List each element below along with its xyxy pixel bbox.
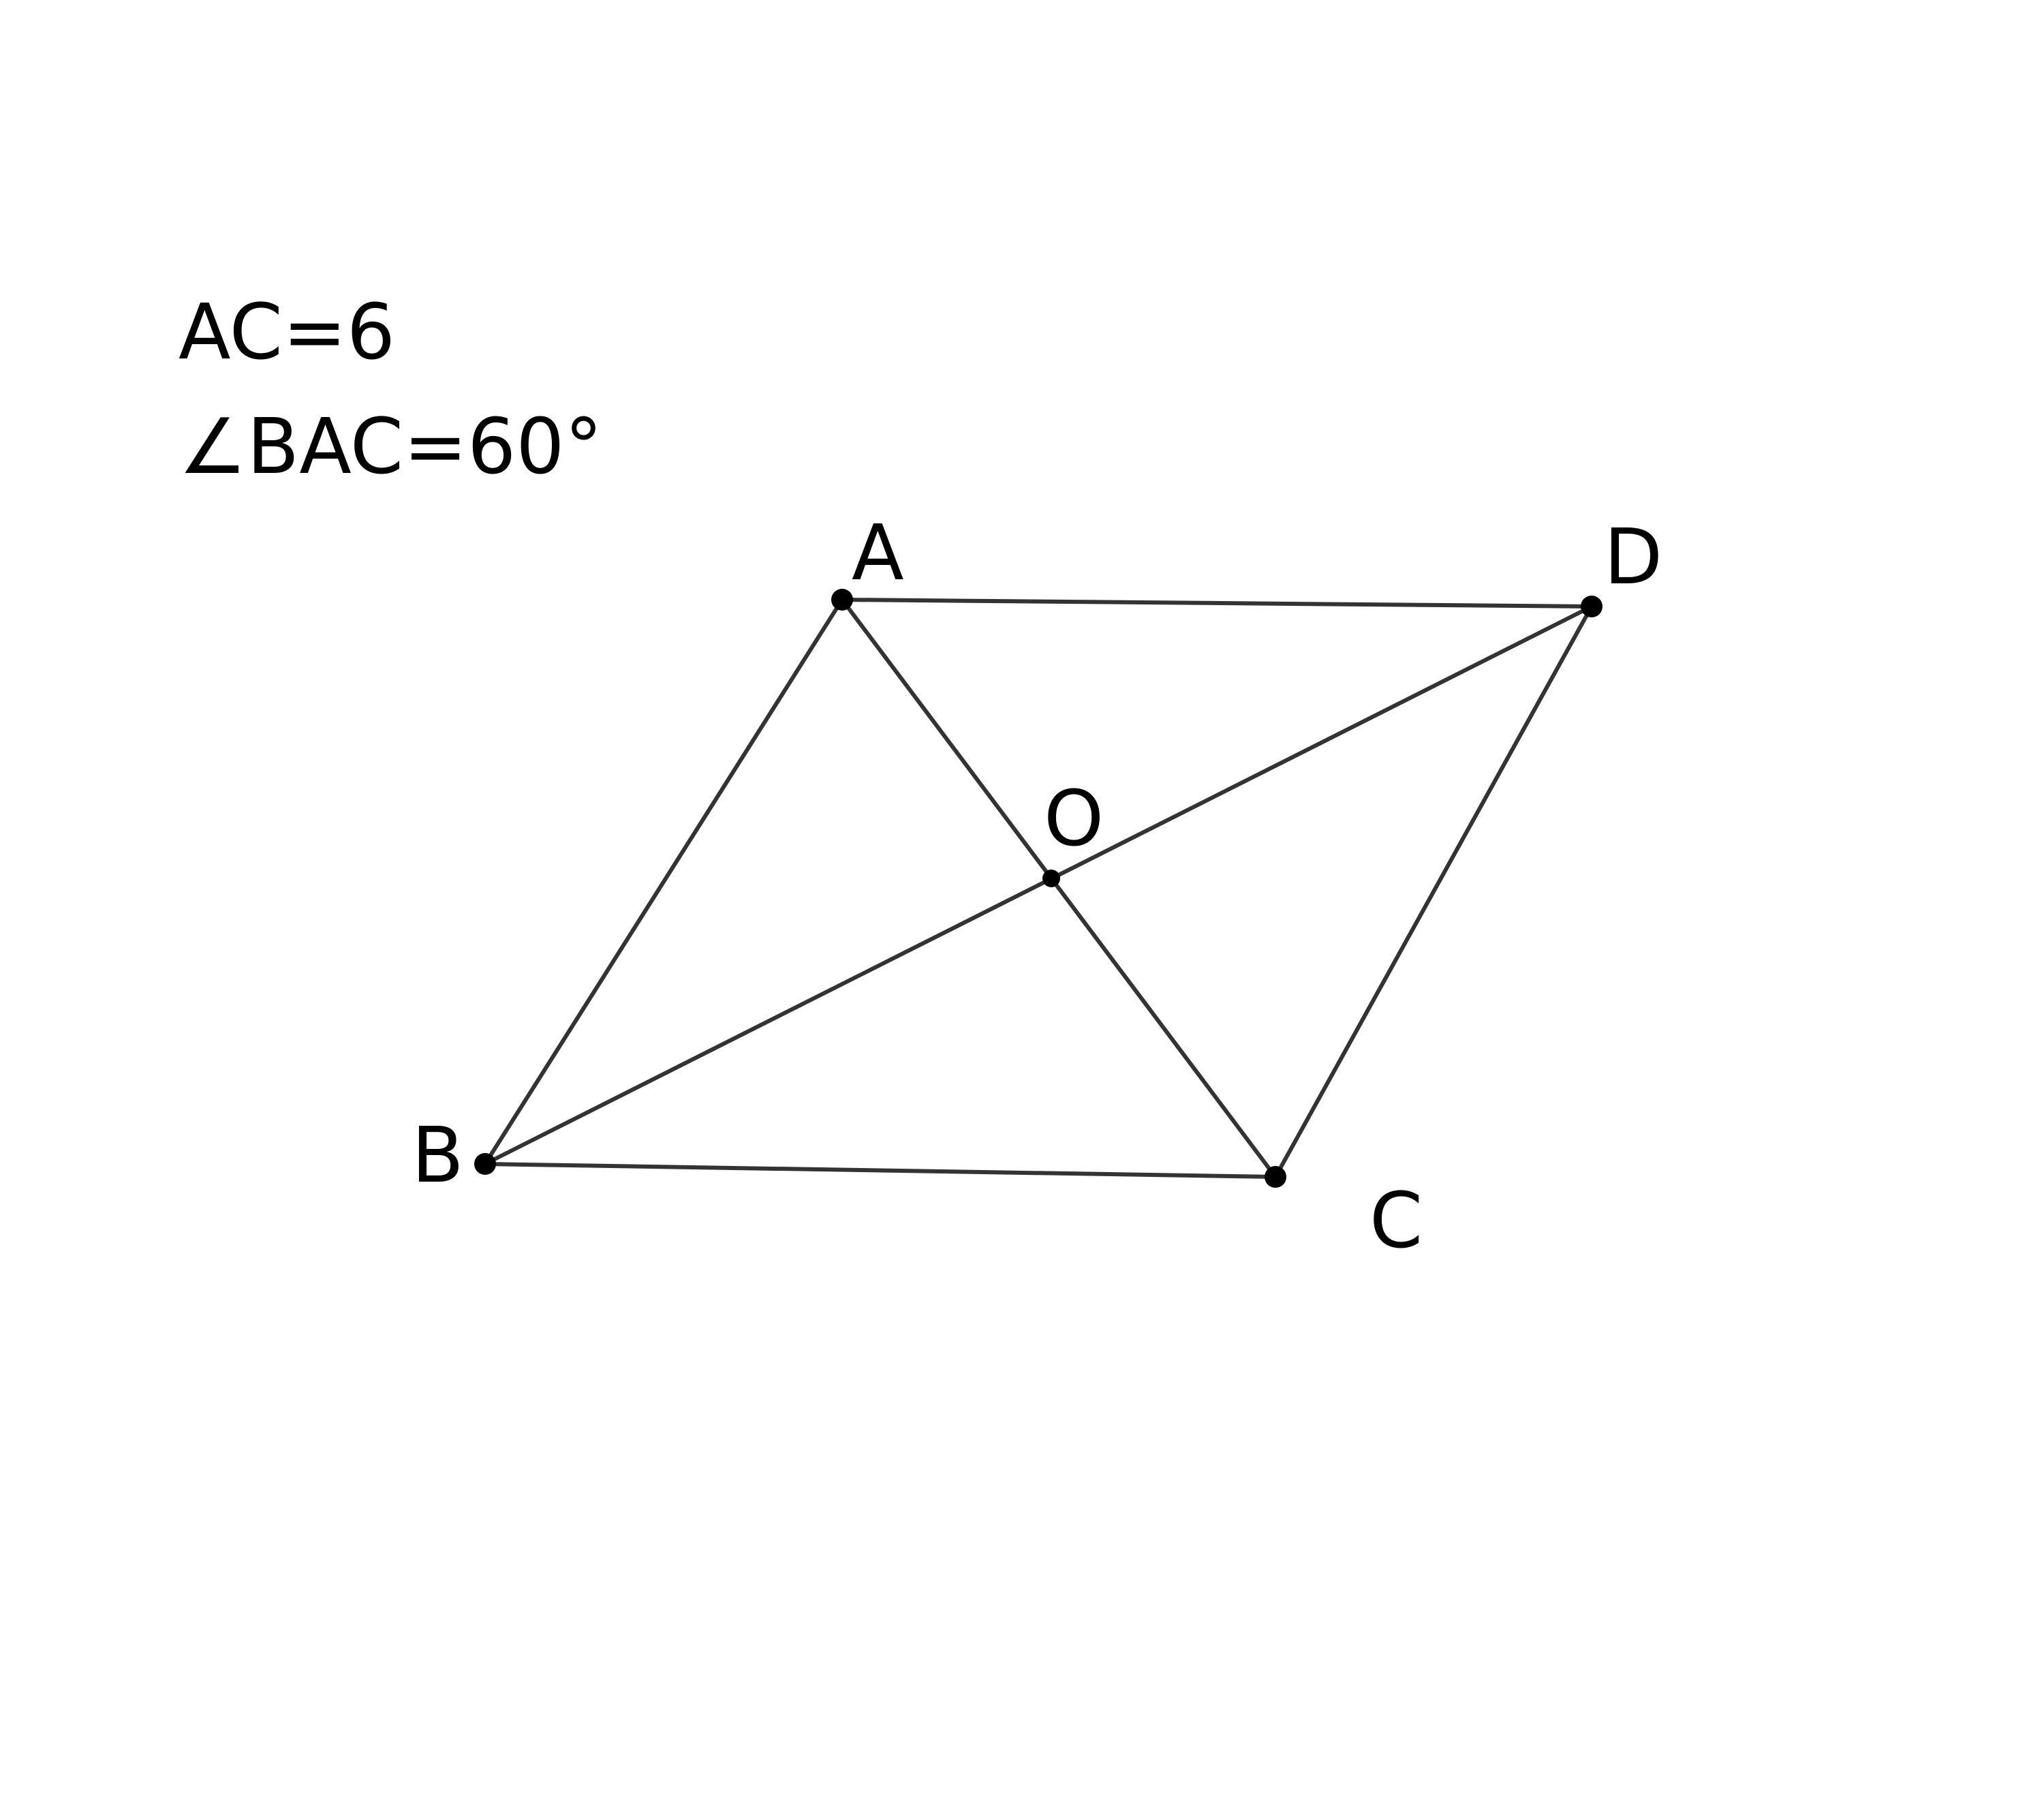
point-o — [1042, 870, 1060, 887]
point-d — [1581, 596, 1602, 617]
point-label-o: O — [1044, 775, 1104, 863]
segment-ad — [840, 598, 1594, 609]
segment-ab — [483, 598, 844, 1166]
figure-segments — [483, 598, 1594, 1179]
point-label-b: B — [412, 1111, 464, 1200]
given-ac-length: AC=6 — [179, 288, 395, 377]
given-angle-bac: ∠BAC=60° — [179, 403, 602, 491]
point-a — [831, 589, 853, 611]
segment-cd — [1273, 604, 1594, 1179]
point-b — [474, 1153, 496, 1175]
figure-point-labels: A B C D O — [412, 509, 1662, 1265]
point-c — [1265, 1166, 1286, 1188]
figure-points — [474, 589, 1602, 1188]
given-conditions: AC=6 ∠BAC=60° — [179, 288, 602, 491]
segment-ac — [840, 598, 1278, 1179]
segment-bc — [483, 1162, 1278, 1179]
point-label-d: D — [1604, 513, 1662, 602]
segment-bd — [483, 604, 1594, 1166]
point-label-c: C — [1369, 1177, 1423, 1265]
point-label-a: A — [852, 509, 904, 598]
